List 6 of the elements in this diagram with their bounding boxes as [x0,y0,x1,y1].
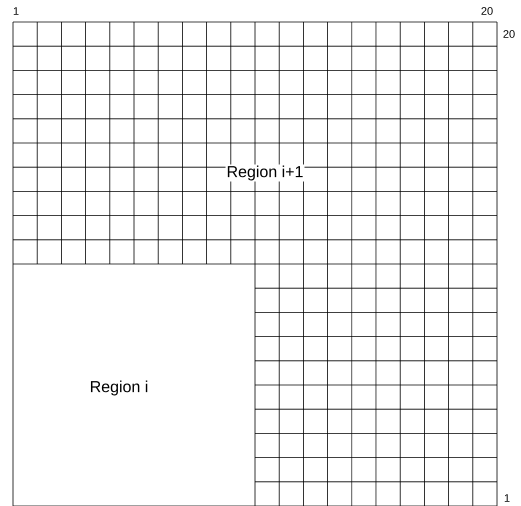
grid-index: 1 [14,7,19,15]
grid-index: 1 [504,494,510,502]
grid-index: 20 [481,7,493,15]
region-label: Region i+1 [226,164,304,182]
grid-index: 20 [503,30,515,38]
region-label: Region i [90,380,148,396]
